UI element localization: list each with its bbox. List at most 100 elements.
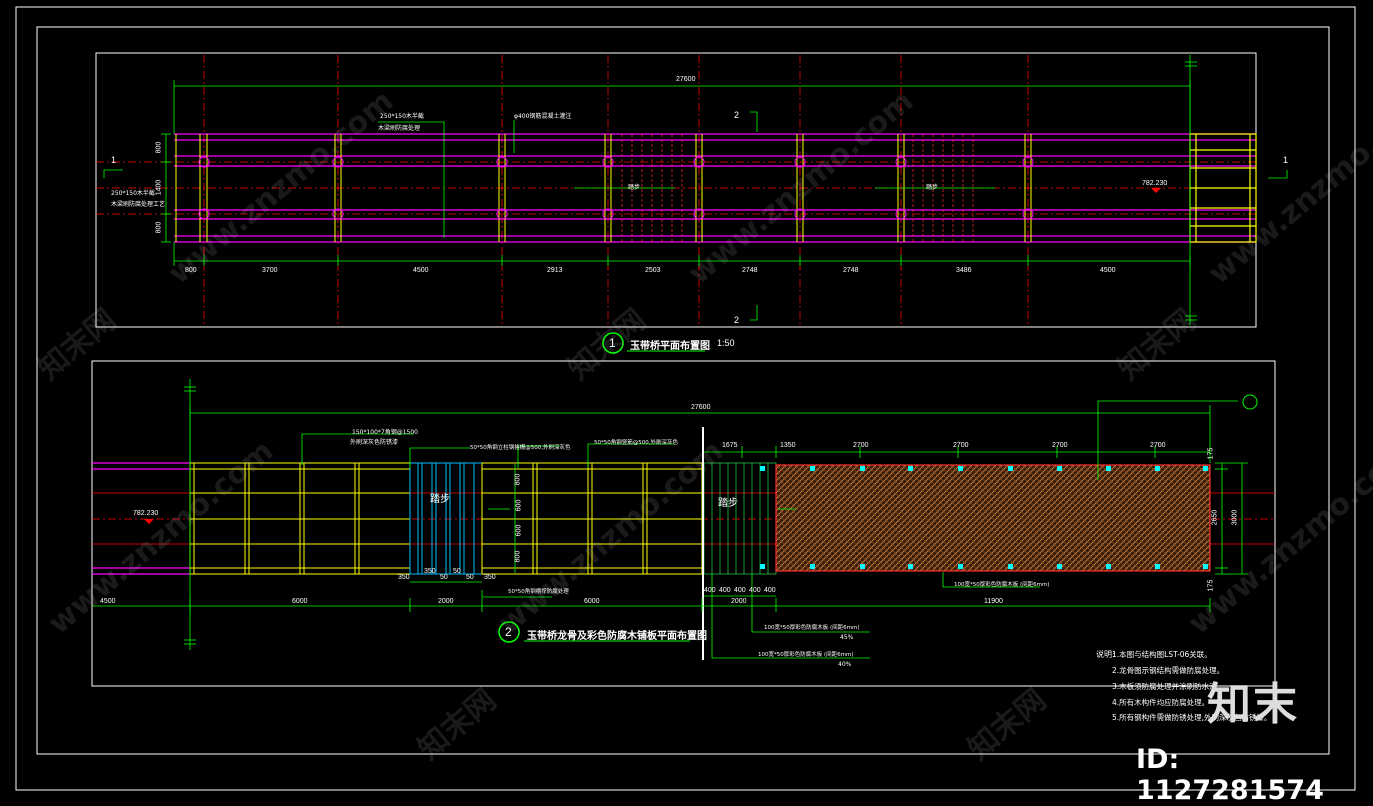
plan2-note-a-pct: 45% — [840, 634, 854, 641]
plan2-bottom-dim-0: 4500 — [100, 598, 116, 605]
plan1-label-left: 250*150木半截 — [111, 190, 155, 197]
plan1-title-number: 1 — [609, 336, 616, 350]
plan2-bottom-dim-1: 6000 — [292, 598, 308, 605]
plan1-dimensions — [103, 55, 1288, 325]
plan2-step-dim-4: 400 — [764, 587, 776, 594]
plan2-label-mid-b: 50*50角钢竖筋@500,外刷深灰色 — [594, 440, 678, 446]
plan1-label-left-sub: 木梁刷防腐处理工艺 — [111, 201, 166, 208]
plan1-dim-5: 2748 — [742, 267, 758, 274]
plan1-dim-7: 3486 — [956, 267, 972, 274]
plan2-note-a: 100宽*50厚彩色防腐木板 (间距6mm) — [764, 625, 860, 631]
plan2-label-top: 150*100*7角钢@1500 — [352, 429, 418, 436]
plan1-end-platform — [1189, 133, 1257, 243]
plan1-vdim-0: 800 — [155, 141, 163, 154]
plan1-step-right: 踏步 — [926, 184, 939, 191]
notes-item-1: 1.本图与结构图LST-06关联。 — [1112, 650, 1212, 659]
plan2-bottom-dim-3: 6000 — [584, 598, 600, 605]
plan2-detail-circle — [1242, 394, 1258, 410]
plan1-beams — [174, 133, 1256, 243]
image-id: ID: 1127281574 — [1136, 744, 1324, 806]
plan2-inner-dim-2: 600 — [515, 524, 523, 537]
plan2-top-dim-0: 1675 — [722, 442, 738, 449]
plan2-title-circle — [498, 621, 520, 643]
plan2-small-dim-1: 350 — [424, 568, 436, 575]
plan2-label-top-sub: 外刷深灰色防锈漆 — [350, 439, 399, 446]
plan2-label-deck: 100宽*50厚彩色防腐木板 (间距6mm) — [954, 582, 1050, 588]
plan2-dimensions — [92, 379, 1248, 659]
plan1-section-top: 2 — [734, 110, 740, 120]
drawing-frame — [36, 26, 1330, 755]
plan2-viewport — [91, 360, 1276, 687]
outer-frame — [15, 6, 1356, 791]
plan1-dim-4: 2503 — [645, 267, 661, 274]
plan1-dim-3: 2913 — [547, 267, 563, 274]
plan2-small-dim-3: 50 — [453, 568, 461, 575]
plan2-inner-dim-1: 600 — [515, 499, 523, 512]
plan2-deck-edge — [775, 464, 1211, 572]
plan-2 — [91, 360, 1276, 687]
plan2-small-dim-2: 50 — [440, 574, 448, 581]
plan2-right-dim-1: 2650 — [1211, 509, 1219, 526]
plan1-section-bottom: 2 — [734, 315, 740, 325]
plan2-right-dim-0: 175 — [1207, 447, 1215, 460]
notes-item-2: 2.龙骨图示钢结构需做防腐处理。 — [1112, 666, 1225, 675]
plan2-label-mid-a: 50*50角钢立柱钢格栅@500,外刷深灰色 — [470, 445, 571, 451]
plan2-joist-grid-mid — [481, 462, 703, 575]
plan1-label-beam-sub: 木梁刷防腐处理 — [378, 125, 421, 132]
plan2-top-dim-1: 1350 — [780, 442, 796, 449]
plan2-inner-dim-0: 800 — [514, 473, 522, 486]
plan2-small-dim-5: 350 — [484, 574, 496, 581]
plan2-small-dim-0: 350 — [398, 574, 410, 581]
plan1-dim-6: 2748 — [843, 267, 859, 274]
plan1-elevation: 782.230 — [1142, 180, 1168, 187]
plan1-piles — [198, 156, 1034, 220]
plan2-step-dim-3: 400 — [749, 587, 761, 594]
plan2-elevation: 782.230 — [133, 510, 159, 517]
plan2-step-a: 踏步 — [430, 494, 450, 505]
plan1-stairs — [621, 134, 974, 242]
plan2-bolts — [760, 466, 1208, 569]
plan2-inner-dim-3: 800 — [514, 550, 522, 563]
plan2-bottom-dim-2: 2000 — [438, 598, 454, 605]
plan1-title-circle — [602, 332, 624, 354]
plan1-dim-8: 4500 — [1100, 267, 1116, 274]
plan2-step-dim-1: 400 — [719, 587, 731, 594]
plan2-bottom-dim-4: 2000 — [731, 598, 747, 605]
plan1-vdim-2: 800 — [155, 221, 163, 234]
plan1-elevation-marker — [1151, 188, 1161, 193]
plan2-title: 玉带桥龙骨及彩色防腐木铺板平面布置图 — [527, 631, 707, 642]
plan1-dim-1: 3700 — [262, 267, 278, 274]
plan2-top-dim-3: 2700 — [953, 442, 969, 449]
plan2-top-dim-2: 2700 — [853, 442, 869, 449]
plan2-note-b: 100宽*50厚彩色防腐木板 (间距6mm) — [758, 652, 854, 658]
plan2-step-dim-2: 400 — [734, 587, 746, 594]
plan2-small-dim-4: 50 — [466, 574, 474, 581]
notes-item-3: 3.木板须防腐处理并涂刷防水漆。 — [1112, 682, 1225, 691]
plan1-vdim-1: 1400 — [155, 179, 163, 196]
plan2-note-b-pct: 40% — [838, 661, 852, 668]
plan2-overall-dim: 27600 — [691, 404, 711, 411]
plan1-section-right: 1 — [1283, 155, 1289, 165]
plan1-title: 玉带桥平面布置图 — [630, 341, 710, 352]
plan1-axis-lines — [96, 55, 1256, 325]
plan1-label-beam: 250*150木半截 — [380, 113, 424, 120]
plan1-label-pile: φ400钢筋混凝土灌注 — [514, 113, 572, 120]
notes-item-4: 4.所有木构件均应防腐处理。 — [1112, 698, 1210, 707]
plan2-step-dim-0: 400 — [704, 587, 716, 594]
plan1-dim-2: 4500 — [413, 267, 429, 274]
plan2-stairs — [409, 462, 483, 575]
plan1-dim-0: 800 — [185, 267, 197, 274]
plan1-scale: 1:50 — [717, 338, 735, 348]
plan2-step-hatch — [703, 462, 777, 575]
brand-logo: 知末 — [1207, 679, 1299, 730]
plan2-rails — [92, 462, 190, 575]
plan2-step-b: 踏步 — [718, 498, 738, 509]
plan-1 — [95, 52, 1288, 354]
notes-item-5: 5.所有钢构件需做防锈处理,外刷深灰色防锈漆。 — [1112, 713, 1272, 722]
plan1-step-left: 踏步 — [628, 184, 641, 191]
plan2-label-bottom: 50*50角钢横撑防腐处理 — [508, 589, 569, 595]
plan2-bottom-dim-5: 11900 — [984, 598, 1003, 605]
plan2-top-dim-4: 2700 — [1052, 442, 1068, 449]
notes-heading: 说明: — [1096, 650, 1115, 659]
